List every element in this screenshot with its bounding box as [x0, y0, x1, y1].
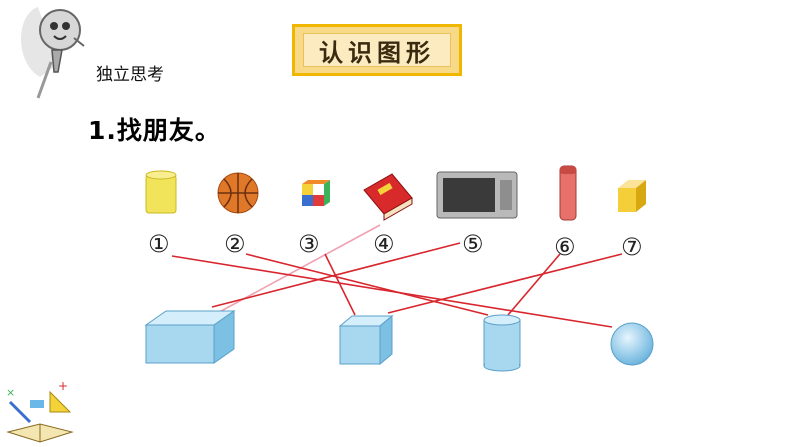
microphone-mascot-icon [21, 7, 85, 99]
thermos-icon [559, 165, 577, 221]
svg-text:×: × [6, 386, 15, 399]
connection-line [324, 253, 356, 316]
object-number: ④ [373, 230, 395, 258]
basketball-icon [217, 172, 259, 214]
question-text: 1.找朋友。 [88, 116, 221, 145]
cup-icon [145, 170, 177, 214]
section-label: 独立思考 [96, 65, 164, 85]
object-number: ⑤ [462, 230, 484, 258]
connection-line [211, 242, 461, 308]
title-box: 认识图形 [292, 24, 462, 76]
object-number: ② [224, 230, 246, 258]
connection-line [387, 253, 623, 314]
cube-block-icon [618, 180, 646, 212]
cube-icon [338, 314, 394, 366]
svg-text:+: + [58, 379, 68, 393]
object-number: ⑦ [621, 233, 643, 261]
object-number: ③ [298, 230, 320, 258]
object-number: ① [148, 230, 170, 258]
microwave-icon [436, 171, 518, 219]
sphere-icon [610, 322, 654, 366]
page-title: 认识图形 [303, 33, 451, 67]
connection-line [245, 253, 489, 316]
book-icon [363, 173, 413, 221]
cuboid-icon [144, 310, 236, 364]
rubik-cube-icon [302, 180, 330, 206]
connection-line [211, 224, 381, 317]
cylinder-icon [483, 314, 521, 372]
stationery-decoration-icon: + × [6, 379, 74, 443]
connection-line [507, 253, 561, 316]
